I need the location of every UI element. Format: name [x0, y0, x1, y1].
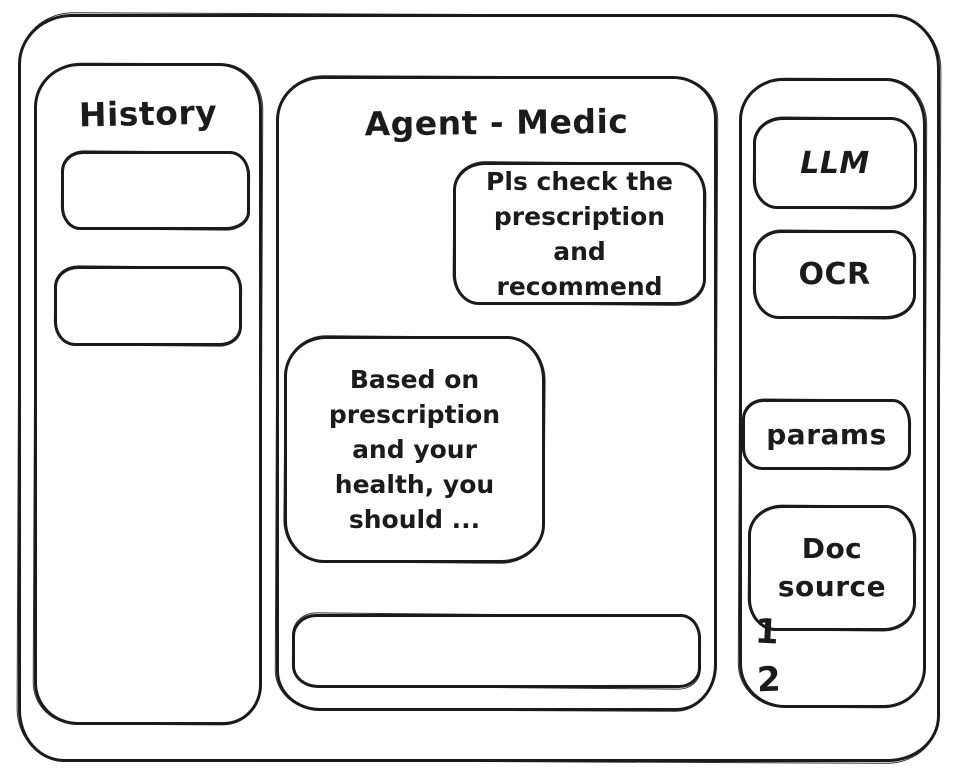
ocr-button[interactable]: OCR — [753, 230, 916, 319]
history-item[interactable] — [54, 266, 242, 346]
doc-source-footnote-1: 1 — [753, 611, 781, 653]
agent-message-bubble: Based on prescription and your health, y… — [284, 336, 545, 563]
llm-button-label: LLM — [800, 145, 870, 181]
history-title: History — [78, 92, 218, 135]
params-button[interactable]: params — [742, 399, 911, 470]
history-item[interactable] — [61, 151, 250, 230]
ocr-button-label: OCR — [798, 257, 871, 292]
doc-source-button-label: Doc source — [777, 532, 887, 603]
agent-message-text: Based on prescription and your health, y… — [328, 365, 501, 534]
doc-source-footnote-2: 2 — [756, 659, 782, 701]
chat-input[interactable] — [295, 617, 698, 685]
params-button-label: params — [766, 418, 887, 451]
llm-button[interactable]: LLM — [753, 117, 917, 209]
chat-title: Agent - Medic — [364, 101, 629, 144]
user-message-text: Pls check the prescription and recommend — [486, 166, 673, 301]
doc-source-button[interactable]: Doc source — [748, 505, 916, 631]
user-message-bubble: Pls check the prescription and recommend — [453, 162, 706, 305]
chat-input-box — [292, 614, 701, 688]
